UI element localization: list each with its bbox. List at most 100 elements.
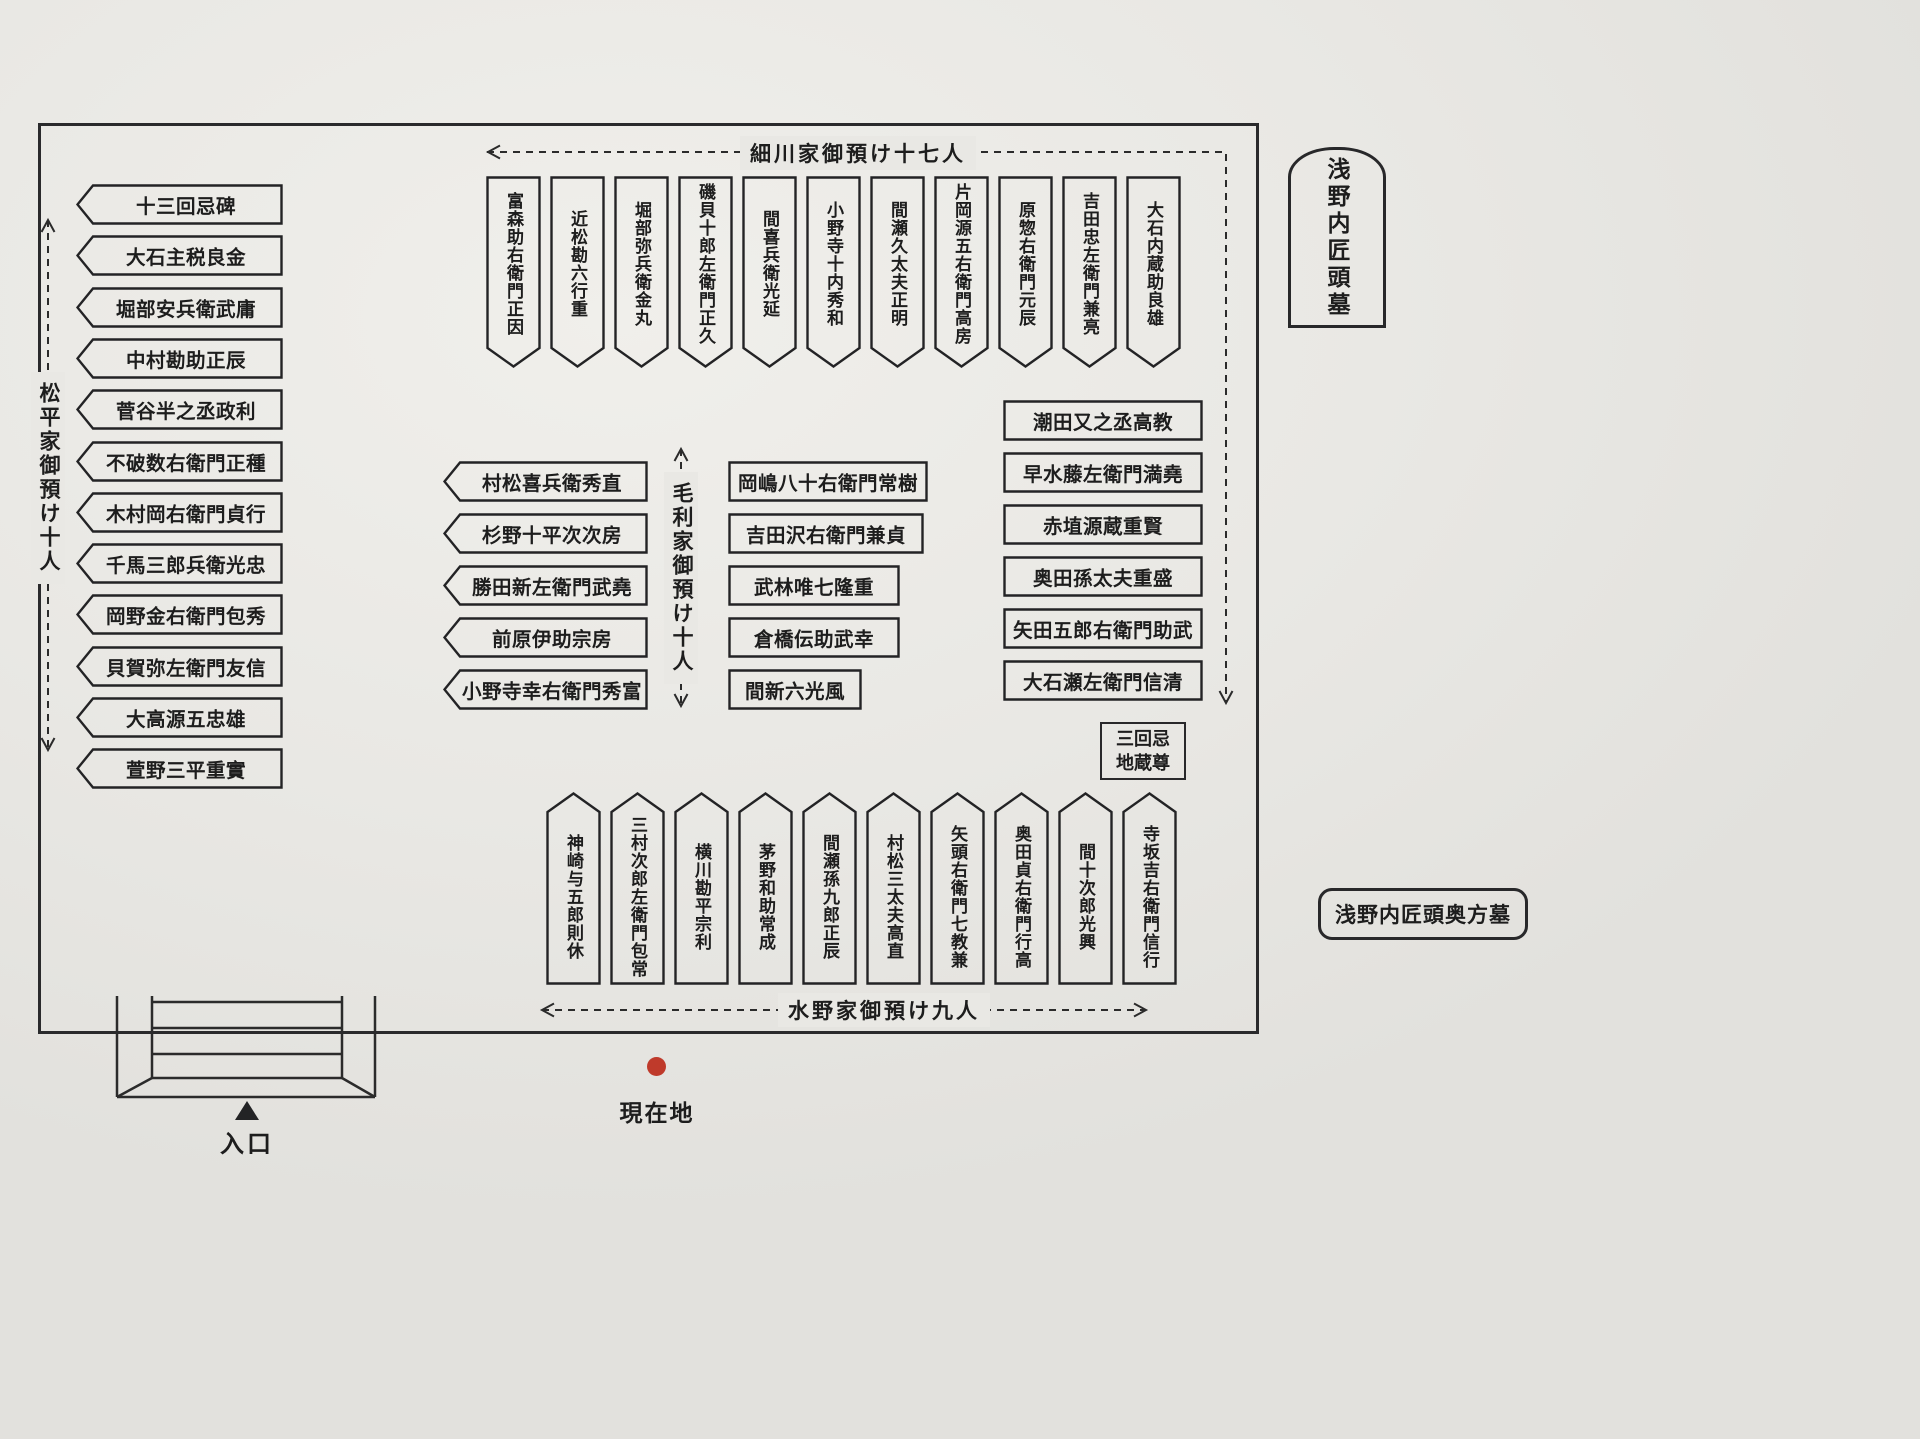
grave-tag: 大石瀬左衛門信清 <box>1003 660 1203 701</box>
grave-name-label: 横川勘平宗利 <box>692 842 711 951</box>
grave-name-label: 前原伊助宗房 <box>491 629 612 651</box>
grave-name-label: 神崎与五郎則休 <box>564 833 583 960</box>
grave-tag: 勝田新左衛門武堯 <box>443 565 648 606</box>
grave-tag-outline <box>728 461 928 502</box>
group-label-mori: 毛利家御預け十人 <box>664 472 698 684</box>
grave-name-label: 大石主税良金 <box>125 247 246 270</box>
entrance-label: 入口 <box>220 1131 274 1158</box>
grave-name-label: 奥田貞右衛門行高 <box>1012 824 1031 969</box>
grave-tag-outline <box>443 513 648 554</box>
arrowhead-icons <box>40 144 1234 1018</box>
grave-tag-outline <box>610 792 665 985</box>
grave-tag-outline <box>1003 504 1203 545</box>
group-label-mizuno: 水野家御預け九人 <box>778 993 990 1027</box>
grave-name-label: 片岡源五右衛門高房 <box>952 183 971 345</box>
grave-tag: 岡野金右衛門包秀 <box>76 594 283 636</box>
grave-tag-outline <box>728 565 900 606</box>
grave-tag: 貝賀弥左衛門友信 <box>76 645 283 687</box>
grave-tag: 倉橋伝助武幸 <box>728 617 900 658</box>
grave-tag-outline <box>994 792 1049 985</box>
grave-tag-outline <box>738 792 793 985</box>
group-label-matsudaira: 松平家御預け十人 <box>31 372 65 584</box>
grave-tag-outline <box>728 669 862 710</box>
grave-tag-outline <box>443 617 648 658</box>
grave-tag-outline <box>486 176 541 368</box>
grave-tag-outline <box>614 176 669 368</box>
grave-name-label: 萱野三平重實 <box>125 760 246 783</box>
grave-name-label: 間十次郎光興 <box>1076 842 1095 951</box>
grave-name-label: 勝田新左衛門武堯 <box>471 577 632 599</box>
grave-tag: 間新六光風 <box>728 669 862 710</box>
grave-name-label: 間瀬孫九郎正辰 <box>820 833 839 960</box>
grave-tag-outline <box>1003 400 1203 441</box>
grave-name-label: 小野寺幸右衛門秀富 <box>462 681 643 703</box>
entrance-triangle-icon <box>235 1101 259 1120</box>
grave-tag: 神崎与五郎則休 <box>546 792 601 985</box>
grave-tag-outline <box>934 176 989 368</box>
grave-tag-outline <box>76 235 283 276</box>
grave-name-label: 岡野金右衛門包秀 <box>105 606 266 629</box>
grave-name-label: 富森助右衛門正因 <box>504 192 523 336</box>
grave-tag-outline <box>76 389 283 430</box>
grave-tag: 間十次郎光興 <box>1058 792 1113 985</box>
grave-tag: 間瀬孫九郎正辰 <box>802 792 857 985</box>
grave-tag: 大高源五忠雄 <box>76 697 283 738</box>
grave-tag: 小野寺十内秀和 <box>806 176 861 368</box>
grave-tag: 矢頭右衛門七教兼 <box>930 792 985 985</box>
grave-name-label: 千馬三郎兵衛光忠 <box>105 555 266 578</box>
grave-tag-outline <box>546 792 601 985</box>
grave-name-label: 三村次郎左衛門包常 <box>628 815 647 978</box>
grave-tag: 矢田五郎右衛門助武 <box>1003 608 1203 649</box>
entrance-stairs <box>115 996 377 1099</box>
hosokawa-boundary-dashed-line <box>487 151 1227 703</box>
grave-name-label: 寺坂吉右衛門信行 <box>1140 824 1159 969</box>
grave-tag: 寺坂吉右衛門信行 <box>1122 792 1177 985</box>
jizo-memorial-box: 三回忌 地蔵尊 <box>1100 722 1186 780</box>
grave-tag: 武林唯七隆重 <box>728 565 900 606</box>
grave-tag: 岡嶋八十右衛門常樹 <box>728 461 928 502</box>
grave-tag: 堀部弥兵衛金丸 <box>614 176 669 368</box>
grave-tag-outline <box>866 792 921 985</box>
grave-tag: 奥田貞右衛門行高 <box>994 792 1049 985</box>
grave-tag-outline <box>76 492 283 533</box>
grave-tag-outline <box>1126 176 1181 368</box>
grave-tag: 富森助右衛門正因 <box>486 176 541 368</box>
grave-tag: 吉田忠左衛門兼亮 <box>1062 176 1117 368</box>
grave-tag: 村松三太夫高直 <box>866 792 921 985</box>
grave-tag-outline <box>674 792 729 985</box>
grave-name-label: 木村岡右衛門貞行 <box>105 503 266 526</box>
grave-tag: 前原伊助宗房 <box>443 617 648 658</box>
asano-wife-grave-label: 浅野内匠頭奥方墓 <box>1335 904 1511 927</box>
grave-tag-outline <box>802 792 857 985</box>
grave-tag-outline <box>870 176 925 368</box>
grave-tag: 千馬三郎兵衛光忠 <box>76 543 283 584</box>
grave-tag: 近松勘六行重 <box>550 176 605 368</box>
grave-name-label: 杉野十平次次房 <box>481 525 622 547</box>
current-location-label: 現在地 <box>619 1100 695 1126</box>
grave-name-label: 間新六光風 <box>744 681 845 703</box>
asano-lord-grave-marker: 浅野内匠頭墓 <box>1288 147 1386 328</box>
grave-tag: 堀部安兵衛武庸 <box>76 286 283 328</box>
grave-tag-outline <box>76 184 283 225</box>
grave-tag: 原惣右衛門元辰 <box>998 176 1053 368</box>
grave-name-label: 原惣右衛門元辰 <box>1016 201 1035 327</box>
grave-tag: 赤埴源蔵重賢 <box>1003 504 1203 545</box>
grave-tag-outline <box>728 513 924 554</box>
grave-name-label: 大石瀬左衛門信清 <box>1022 672 1183 694</box>
grave-tag: 菅谷半之丞政利 <box>76 389 283 430</box>
grave-name-label: 岡嶋八十右衛門常樹 <box>737 473 918 495</box>
grave-name-label: 磯貝十郎左衛門正久 <box>696 183 715 345</box>
grave-tag-outline <box>76 697 283 738</box>
grave-name-label: 早水藤左衛門満堯 <box>1022 464 1183 486</box>
grave-tag-outline <box>678 176 733 368</box>
grave-name-label: 村松喜兵衛秀直 <box>481 473 622 495</box>
grave-name-label: 潮田又之丞高教 <box>1032 412 1173 434</box>
jizo-line2: 地蔵尊 <box>1116 753 1170 773</box>
grave-tag: 中村勘助正辰 <box>76 338 283 379</box>
grave-name-label: 奥田孫太夫重盛 <box>1032 568 1173 590</box>
grave-name-label: 近松勘六行重 <box>568 210 587 318</box>
grave-tag: 茅野和助常成 <box>738 792 793 985</box>
grave-tag-outline <box>1003 660 1203 701</box>
grave-tag-outline <box>443 669 648 710</box>
grave-tag: 大石主税良金 <box>76 235 283 276</box>
